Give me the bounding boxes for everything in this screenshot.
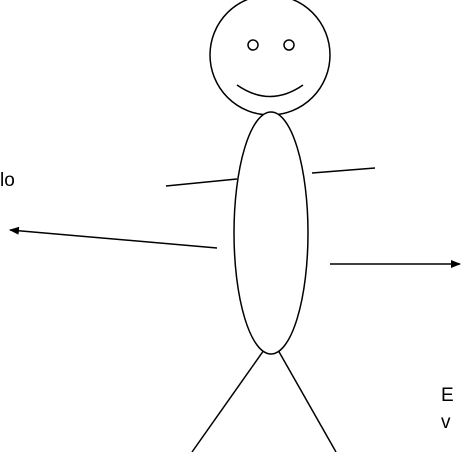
right-label-line-1: E bbox=[441, 385, 454, 406]
head bbox=[209, 0, 331, 116]
left-arrow bbox=[9, 226, 218, 249]
right-label-line-2: v bbox=[441, 412, 451, 433]
left-leg bbox=[191, 349, 265, 452]
head-circle bbox=[209, 0, 331, 116]
left-arm bbox=[165, 178, 238, 187]
right-arm bbox=[311, 167, 376, 174]
right-leg bbox=[277, 349, 337, 452]
left-label-text: lo bbox=[0, 170, 15, 191]
smile bbox=[236, 84, 304, 98]
right-eye bbox=[283, 39, 295, 51]
left-eye bbox=[247, 39, 259, 51]
body-ellipse bbox=[233, 111, 309, 355]
